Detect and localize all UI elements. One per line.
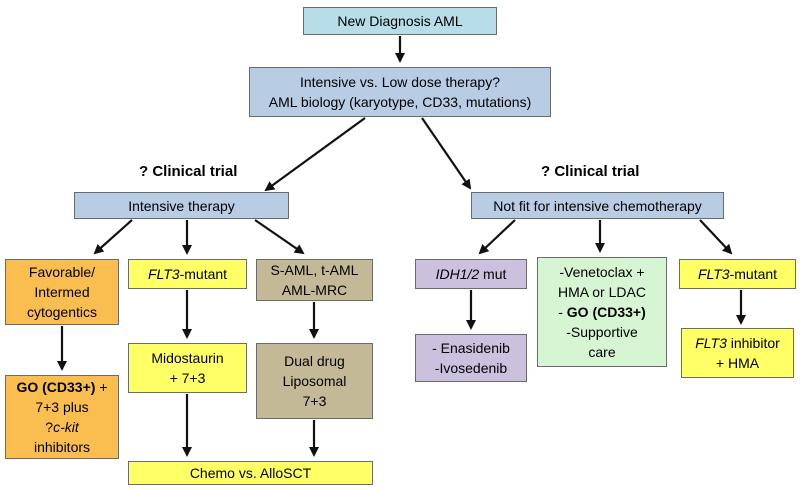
go-cd33-box: GO (CD33+) + 7+3 plus ?c-kit inhibitors [5,375,119,459]
go-ckit-text: c-kit [53,419,79,435]
not-fit-label: Not fit for intensive chemotherapy [493,197,702,214]
flt3-gene-text: FLT3 [147,266,180,282]
right-clinical-trial-label: ? Clinical trial [541,163,640,180]
assessment-line2: AML biology (karyotype, CD33, mutations) [268,94,532,110]
flt3-suffix-text: -mutant [179,266,228,282]
idh-mut-box: IDH1/2 mut [415,259,527,289]
intensive-therapy-label: Intensive therapy [128,197,235,214]
flt3-mutant-left-label: FLT3-mutant [148,264,227,284]
flt3-mutant-left-box: FLT3-mutant [128,259,247,289]
dual-line3: 7+3 [302,393,327,409]
go-line3: ?c-kit [45,417,78,437]
assessment-box: Intensive vs. Low dose therapy? AML biol… [249,67,551,117]
arrow-assessment-to-notfit [421,117,472,190]
go-line4: inhibitors [33,439,91,455]
chemo-allosct-label: Chemo vs. AlloSCT [189,465,312,481]
venetoclax-line1: -Venetoclax + [559,264,645,280]
flt3-inhibitor-line1: FLT3 inhibitor [695,333,780,353]
dual-line2: Liposomal [282,373,347,389]
flt3-inhibitor-suffix-text: inhibitor [726,335,780,351]
flt3-inhibitor-box: FLT3 inhibitor + HMA [681,328,794,378]
arrow-intensive-to-saml [254,219,305,255]
idh-gene-text: IDH1/2 [435,266,480,282]
flt3-inhibitor-gene-text: FLT3 [695,335,727,351]
saml-line1: S-AML, t-AML [270,262,359,278]
favorable-box: Favorable/ Intermed cytogentics [5,259,119,325]
left-clinical-trial-label: ? Clinical trial [139,163,238,180]
arrow-assessment-to-intensive [264,117,366,192]
dual-line1: Dual drug [284,353,345,369]
flt3-mutant-right-label: FLT3-mutant [698,264,777,284]
dual-drug-box: Dual drug Liposomal 7+3 [256,343,373,419]
arrow-intensive-to-favorable [93,219,133,255]
go-bold-text: GO (CD33+) [16,379,96,395]
venetoclax-line3: - GO (CD33+) [558,302,646,322]
assessment-line1: Intensive vs. Low dose therapy? [299,74,500,90]
arrow-notfit-to-flt3 [699,219,733,255]
favorable-line2: Intermed [34,284,90,300]
venetoclax-prefix-text: - [558,304,567,320]
flt3-right-suffix-text: -mutant [729,266,778,282]
idh-mut-label: IDH1/2 mut [436,264,507,284]
venetoclax-box: -Venetoclax + HMA or LDAC - GO (CD33+) -… [537,257,667,367]
midostaurin-box: Midostaurin + 7+3 [128,343,247,393]
go-q-text: ? [45,419,54,435]
saml-box: S-AML, t-AML AML-MRC [256,259,373,301]
venetoclax-bold-text: GO (CD33+) [566,304,646,320]
chemo-allosct-box: Chemo vs. AlloSCT [128,461,373,485]
saml-line2: AML-MRC [281,282,348,298]
arrow-notfit-to-idh [478,219,516,255]
venetoclax-line5: care [588,344,616,360]
favorable-line3: cytogentics [26,304,98,320]
enasidenib-line1: - Enasidenib [432,340,510,356]
not-fit-box: Not fit for intensive chemotherapy [471,192,724,219]
intensive-therapy-box: Intensive therapy [74,192,289,219]
go-plus-text: + [95,379,108,395]
go-line1: GO (CD33+) + [16,377,107,397]
go-line2: 7+3 plus [35,399,89,415]
idh-suffix-text: mut [479,266,507,282]
enasidenib-box: - Enasidenib -Ivosedenib [415,334,527,382]
favorable-line1: Favorable/ [28,264,96,280]
venetoclax-line4: -Supportive [566,324,638,340]
flt3-mutant-right-box: FLT3-mutant [679,259,796,289]
venetoclax-line2: HMA or LDAC [558,284,646,300]
new-diagnosis-box: New Diagnosis AML [303,7,497,35]
new-diagnosis-label: New Diagnosis AML [337,13,463,29]
flt3-right-gene-text: FLT3 [697,266,730,282]
enasidenib-line2: -Ivosedenib [434,360,508,376]
midostaurin-line1: Midostaurin [151,350,224,366]
midostaurin-line2: + 7+3 [169,370,206,386]
flt3-inhibitor-line2: + HMA [715,355,760,371]
